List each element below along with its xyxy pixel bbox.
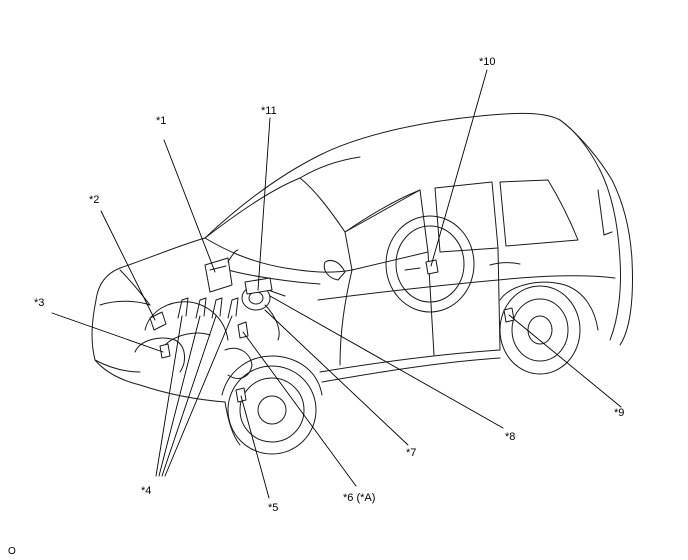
callout-6: *6 (*A) bbox=[343, 492, 376, 504]
callout-5: *5 bbox=[268, 502, 279, 514]
leader-line-11 bbox=[257, 117, 271, 291]
callout-4: *4 bbox=[141, 485, 152, 497]
leader-line-4a bbox=[155, 315, 183, 477]
leader-line-3 bbox=[51, 312, 164, 353]
leader-line-7 bbox=[264, 309, 409, 446]
leader-line-5 bbox=[240, 395, 270, 499]
component-ecm bbox=[204, 249, 239, 293]
callout-1: *1 bbox=[156, 115, 167, 127]
callout-11: *11 bbox=[261, 105, 277, 117]
callout-7: *7 bbox=[406, 447, 417, 459]
leader-line-1 bbox=[163, 139, 216, 273]
leader-line-2 bbox=[100, 210, 156, 321]
figure-code: O bbox=[8, 546, 16, 557]
component-ignition-coils bbox=[177, 297, 239, 319]
leader-line-4d bbox=[164, 315, 233, 477]
vehicle-body bbox=[91, 112, 633, 455]
leader-line-4b bbox=[158, 315, 201, 477]
callout-3: *3 bbox=[34, 297, 45, 309]
leader-line-10 bbox=[430, 69, 488, 267]
leader-line-8 bbox=[269, 295, 504, 429]
callout-8: *8 bbox=[505, 431, 516, 443]
leader-lines bbox=[51, 69, 622, 499]
callout-10: *10 bbox=[479, 56, 496, 68]
leader-line-6 bbox=[242, 331, 357, 487]
leader-line-9 bbox=[508, 314, 622, 408]
component-sensor-front bbox=[149, 311, 249, 403]
leader-line-4c bbox=[161, 315, 217, 477]
callout-9: *9 bbox=[614, 407, 625, 419]
callout-2: *2 bbox=[89, 194, 100, 206]
